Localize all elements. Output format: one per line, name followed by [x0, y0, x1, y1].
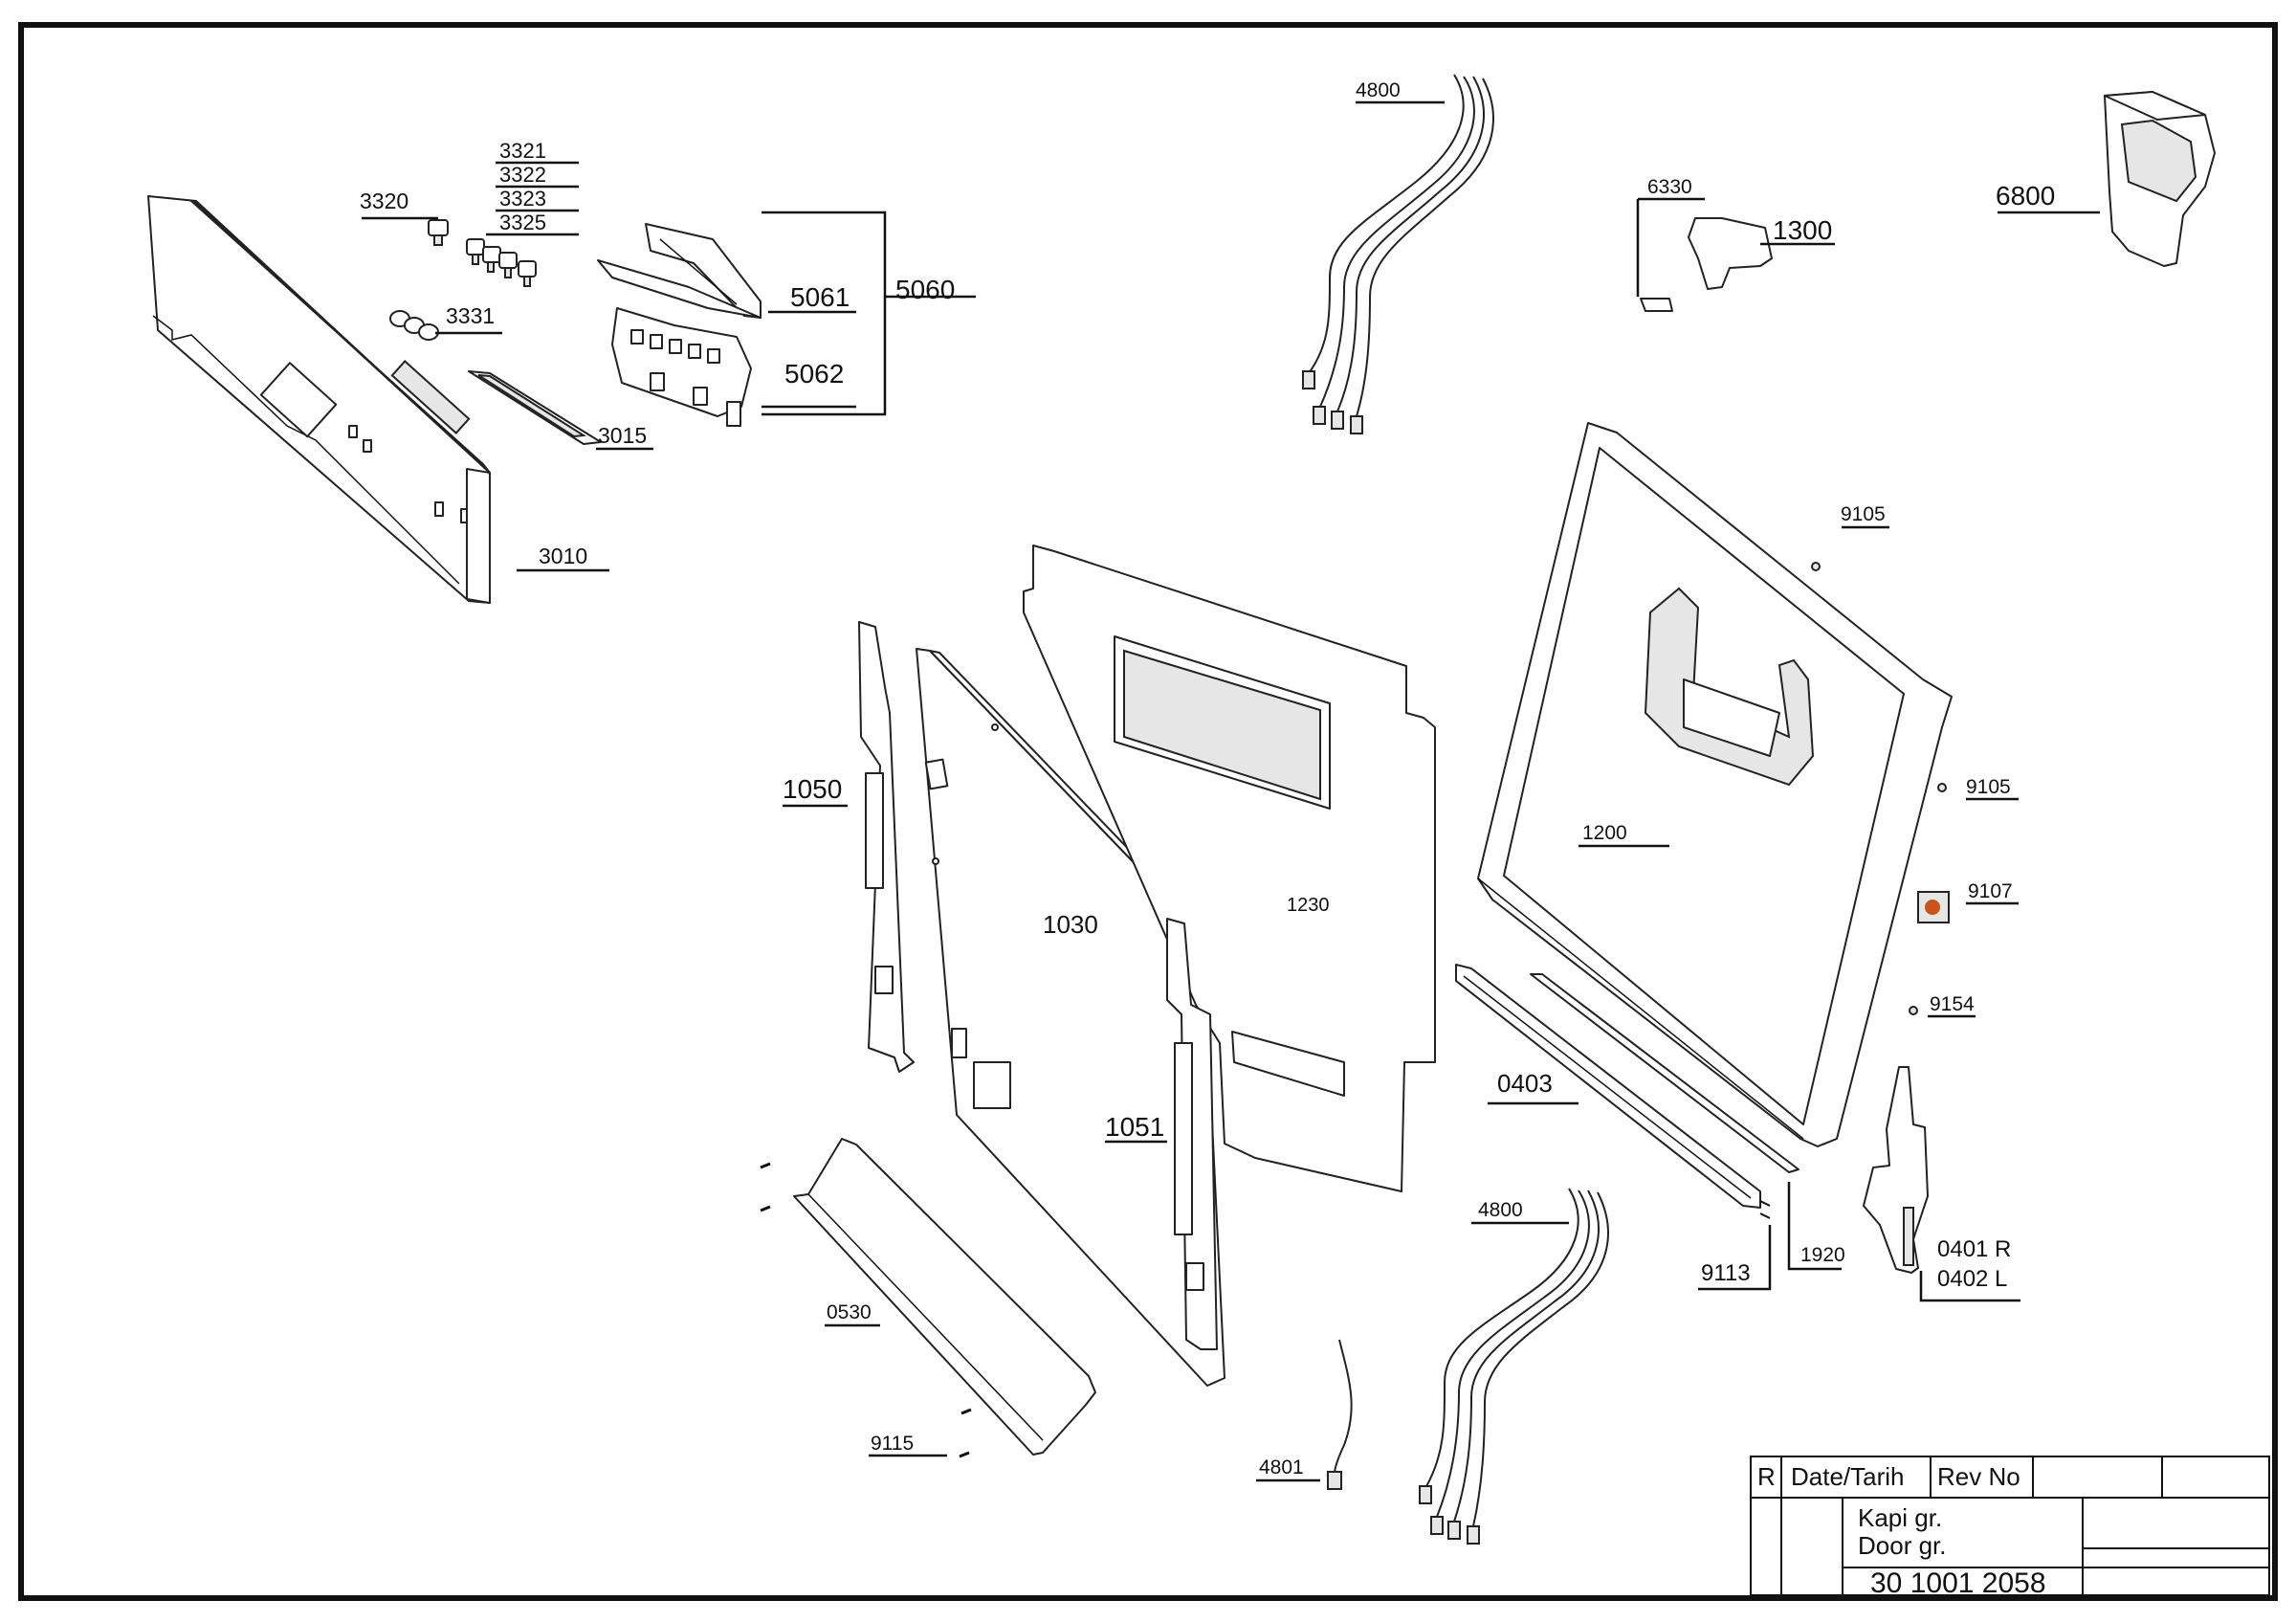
- gasket-1920: [1530, 973, 1799, 1173]
- label-1920: 1920: [1800, 1244, 1845, 1266]
- label-0403: 0403: [1497, 1069, 1553, 1098]
- side-rail-1050: [858, 621, 915, 1073]
- hinge-0401-0402: [1863, 1066, 1929, 1274]
- label-1030: 1030: [1043, 910, 1098, 939]
- label-3320: 3320: [360, 189, 408, 213]
- label-3323: 3323: [499, 187, 546, 211]
- sensor-cable-4801: [1327, 1339, 1353, 1490]
- label-9113: 9113: [1701, 1260, 1751, 1286]
- label-4800-bottom: 4800: [1478, 1199, 1523, 1221]
- label-6800: 6800: [1996, 181, 2055, 211]
- label-0530: 0530: [827, 1301, 872, 1323]
- label-5060: 5060: [895, 275, 955, 304]
- label-3325: 3325: [499, 211, 546, 234]
- title-col-rev: Rev No: [1937, 1462, 2020, 1491]
- wire-harness-4800-top: [1302, 74, 1494, 434]
- electronic-module-5062: [611, 307, 752, 427]
- knobs-3331: [389, 310, 439, 341]
- label-1050: 1050: [783, 774, 842, 804]
- label-3015: 3015: [598, 423, 647, 448]
- label-9154: 9154: [1930, 993, 1975, 1015]
- label-1051: 1051: [1105, 1112, 1164, 1142]
- title-block: R Date/Tarih Rev No Kapi gr. Door gr. 30…: [1750, 1456, 2270, 1599]
- part-labels: 4800 6330 1300 6800 3321 3322 3323 3325 …: [360, 79, 2055, 1478]
- label-1230: 1230: [1287, 895, 1330, 916]
- label-9105-right: 9105: [1966, 776, 2011, 798]
- label-1200: 1200: [1582, 822, 1627, 844]
- label-3321: 3321: [499, 139, 546, 163]
- screws: [760, 562, 1950, 1458]
- inner-door-1200: [1477, 422, 1953, 1147]
- title-drawing-number: 30 1001 2058: [1870, 1567, 2046, 1599]
- wire-harness-4800-bottom: [1419, 1188, 1609, 1545]
- door-lock-1300: [1640, 217, 1773, 312]
- label-4800-top: 4800: [1356, 79, 1401, 101]
- label-9115: 9115: [871, 1433, 914, 1455]
- dispenser-6800: [2104, 91, 2216, 267]
- side-rail-1051: [1166, 918, 1218, 1350]
- label-1300: 1300: [1773, 215, 1832, 245]
- label-3322: 3322: [499, 163, 546, 187]
- buttons-3320-3325: [428, 219, 537, 287]
- label-6330: 6330: [1647, 176, 1692, 198]
- title-name-en: Door gr.: [1858, 1531, 1947, 1560]
- label-9107: 9107: [1968, 880, 2013, 902]
- label-9105-top: 9105: [1841, 503, 1886, 525]
- label-5062: 5062: [784, 359, 844, 389]
- leader-lines: [362, 100, 2100, 1482]
- label-3010: 3010: [539, 544, 587, 568]
- display-strip-3015: [468, 370, 602, 445]
- label-4801: 4801: [1259, 1456, 1304, 1478]
- title-col-date: Date/Tarih: [1791, 1462, 1905, 1491]
- title-col-r: R: [1757, 1462, 1776, 1491]
- control-panel-3010: [147, 195, 491, 604]
- label-0402-l: 0402 L: [1937, 1266, 2007, 1292]
- electronic-module-5061: [597, 223, 762, 319]
- label-5061: 5061: [790, 282, 850, 312]
- sealing-bar-0403: [1455, 964, 1761, 1209]
- title-name-tr: Kapi gr.: [1858, 1503, 1942, 1532]
- insulation-1230: [1023, 545, 1436, 1192]
- label-3331: 3331: [446, 303, 495, 328]
- label-0401-r: 0401 R: [1937, 1236, 2011, 1262]
- kick-plate-0530: [793, 1138, 1096, 1456]
